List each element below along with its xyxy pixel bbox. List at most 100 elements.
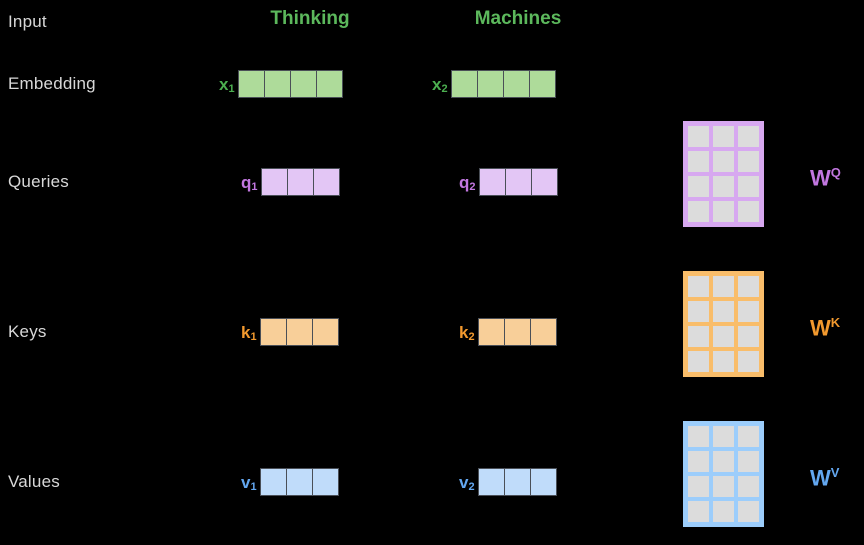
vector-subscript-q1: 1 <box>251 180 258 193</box>
vector-x2: x2 <box>432 70 556 98</box>
matrix-label-wv: WV <box>810 466 839 489</box>
matrix-cell <box>713 126 734 147</box>
matrix-cell <box>713 476 734 497</box>
row-label-embedding: Embedding <box>8 74 96 93</box>
vector-cell <box>529 318 557 346</box>
matrix-cell <box>738 476 759 497</box>
vector-label-v2: v2 <box>459 472 475 493</box>
matrix-cell <box>713 426 734 447</box>
matrix-cell <box>738 326 759 347</box>
matrix-cell <box>713 301 734 322</box>
matrix-cell <box>713 176 734 197</box>
matrix-cell <box>713 201 734 222</box>
vector-symbol-v2: v <box>459 472 469 492</box>
vector-cell <box>237 70 265 98</box>
matrix-cell <box>713 501 734 522</box>
row-label-values: Values <box>8 472 60 491</box>
vector-cell <box>312 168 340 196</box>
vector-subscript-x1: 1 <box>228 82 235 95</box>
vector-label-k1: k1 <box>241 322 257 343</box>
matrix-cell <box>713 451 734 472</box>
matrix-cell <box>738 501 759 522</box>
vector-q2: q2 <box>459 168 558 196</box>
vector-cell <box>450 70 478 98</box>
vector-cell <box>528 70 556 98</box>
vector-cells-v1 <box>259 468 339 496</box>
weight-matrix-wq <box>683 121 764 227</box>
vector-cells-q2 <box>478 168 558 196</box>
weight-matrix-wv <box>683 421 764 527</box>
matrix-cell <box>713 276 734 297</box>
matrix-cell <box>688 151 709 172</box>
vector-cell <box>260 168 288 196</box>
vector-label-q2: q2 <box>459 172 476 193</box>
vector-cell <box>311 318 339 346</box>
matrix-cell <box>713 351 734 372</box>
matrix-cell <box>688 326 709 347</box>
vector-cell <box>504 168 532 196</box>
vector-cells-q1 <box>260 168 340 196</box>
vector-cell <box>259 468 287 496</box>
vector-cell <box>503 318 531 346</box>
matrix-superscript-wk: K <box>830 315 841 330</box>
vector-symbol-x1: x <box>219 74 229 94</box>
vector-subscript-k1: 1 <box>250 330 257 343</box>
matrix-label-wk: WK <box>810 316 840 339</box>
matrix-cell <box>738 351 759 372</box>
row-label-queries: Queries <box>8 172 69 191</box>
matrix-cell <box>738 151 759 172</box>
vector-cell <box>259 318 287 346</box>
matrix-cell <box>688 276 709 297</box>
matrix-cell <box>688 476 709 497</box>
vector-cell <box>315 70 343 98</box>
matrix-cell <box>738 451 759 472</box>
matrix-cell <box>688 501 709 522</box>
vector-cells-v2 <box>477 468 557 496</box>
vector-subscript-q2: 2 <box>469 180 476 193</box>
matrix-symbol-wq: W <box>810 165 831 191</box>
vector-label-x2: x2 <box>432 74 448 95</box>
vector-subscript-v2: 2 <box>468 480 475 493</box>
vector-cells-x2 <box>450 70 556 98</box>
matrix-superscript-wq: Q <box>830 165 841 180</box>
matrix-cell <box>688 351 709 372</box>
vector-q1: q1 <box>241 168 340 196</box>
matrix-superscript-wv: V <box>830 465 840 480</box>
matrix-symbol-wv: W <box>810 465 831 491</box>
vector-cell <box>529 468 557 496</box>
vector-cell <box>503 468 531 496</box>
vector-v1: v1 <box>241 468 339 496</box>
vector-symbol-q2: q <box>459 172 470 192</box>
matrix-cell <box>688 126 709 147</box>
row-label-keys: Keys <box>8 322 47 341</box>
vector-k1: k1 <box>241 318 339 346</box>
vector-symbol-q1: q <box>241 172 252 192</box>
vector-symbol-v1: v <box>241 472 251 492</box>
vector-cell <box>478 168 506 196</box>
vector-v2: v2 <box>459 468 557 496</box>
vector-cells-k2 <box>477 318 557 346</box>
vector-k2: k2 <box>459 318 557 346</box>
vector-subscript-k2: 2 <box>468 330 475 343</box>
vector-cell <box>477 468 505 496</box>
vector-label-x1: x1 <box>219 74 235 95</box>
weight-matrix-wk <box>683 271 764 377</box>
matrix-cell <box>738 276 759 297</box>
matrix-cell <box>688 176 709 197</box>
vector-cells-x1 <box>237 70 343 98</box>
vector-symbol-x2: x <box>432 74 442 94</box>
vector-symbol-k1: k <box>241 322 251 342</box>
matrix-cell <box>738 426 759 447</box>
matrix-cell <box>688 426 709 447</box>
vector-cell <box>502 70 530 98</box>
vector-cell <box>530 168 558 196</box>
matrix-cell <box>688 201 709 222</box>
vector-label-v1: v1 <box>241 472 257 493</box>
vector-cell <box>285 318 313 346</box>
vector-subscript-v1: 1 <box>250 480 257 493</box>
matrix-cell <box>688 451 709 472</box>
vector-label-k2: k2 <box>459 324 475 343</box>
matrix-grid-wk <box>683 271 764 377</box>
vector-cell <box>476 70 504 98</box>
vector-cell <box>285 468 313 496</box>
